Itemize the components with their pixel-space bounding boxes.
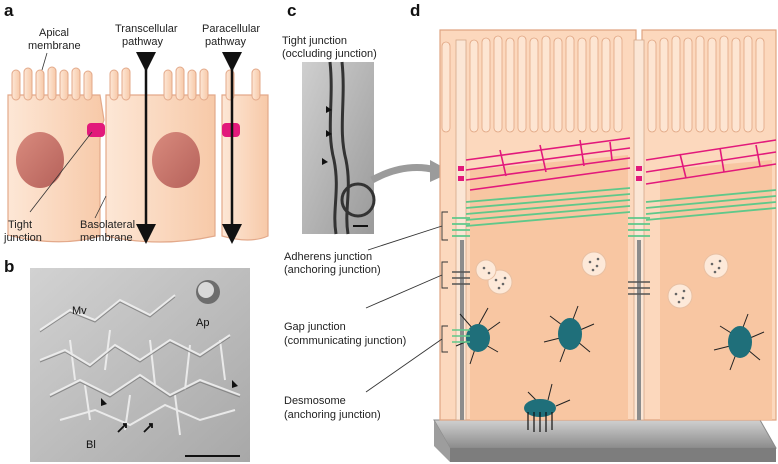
transcellular-label-1: Transcellular bbox=[115, 23, 178, 35]
nucleus bbox=[16, 132, 64, 188]
paracellular-label-2: pathway bbox=[205, 36, 246, 48]
panel-label-c: c bbox=[287, 1, 296, 20]
tight-junction-electron-micrograph bbox=[302, 61, 376, 235]
tight-label-2: junction bbox=[3, 232, 42, 244]
adherens-junction-label-2: (anchoring junction) bbox=[284, 264, 381, 276]
bl-label: Bl bbox=[86, 439, 96, 451]
ap-label: Ap bbox=[196, 317, 209, 329]
mv-label: Mv bbox=[72, 305, 87, 317]
desmosomes bbox=[452, 305, 765, 432]
apical-label-1: Apical bbox=[39, 27, 69, 39]
basolateral-label-1: Basolateral bbox=[80, 219, 135, 231]
panel-a-epithelium bbox=[7, 66, 269, 243]
adherens-junction-label-1: Adherens junction bbox=[284, 251, 372, 263]
panel-label-b: b bbox=[4, 257, 14, 276]
adherens-belt bbox=[452, 187, 777, 237]
pointer-arrow-c-to-d bbox=[370, 164, 437, 184]
tight-junction-points bbox=[458, 166, 642, 181]
paracellular-label-1: Paracellular bbox=[202, 23, 260, 35]
tight-label-1: Tight bbox=[8, 219, 32, 231]
apical-leader-line bbox=[41, 52, 48, 71]
panel-label-d: d bbox=[410, 1, 420, 20]
tight-junction-leader-line bbox=[29, 131, 93, 213]
vesicles bbox=[475, 251, 729, 309]
desmosome-label-2: (anchoring junction) bbox=[284, 409, 381, 421]
basolateral-leader-line bbox=[94, 195, 107, 219]
desmosome-label-1: Desmosome bbox=[284, 395, 346, 407]
callout-lines bbox=[365, 211, 448, 393]
freeze-fracture-micrograph bbox=[30, 268, 250, 462]
epithelium-3d-diagram bbox=[433, 29, 777, 462]
tight-junction-marker bbox=[87, 123, 105, 137]
gap-junction-label-1: Gap junction bbox=[284, 321, 346, 333]
tight-junction-em-title-1: Tight junction bbox=[282, 35, 347, 47]
basolateral-label-2: membrane bbox=[80, 232, 133, 244]
tight-junction-strands bbox=[465, 137, 777, 191]
gap-junction-marks bbox=[452, 271, 650, 295]
transcellular-label-2: pathway bbox=[122, 36, 163, 48]
apical-label-2: membrane bbox=[28, 40, 81, 52]
tight-junction-em-title-2: (occluding junction) bbox=[282, 48, 377, 60]
nucleus bbox=[152, 132, 200, 188]
panel-label-a: a bbox=[4, 1, 14, 20]
gap-junction-label-2: (communicating junction) bbox=[284, 335, 406, 347]
